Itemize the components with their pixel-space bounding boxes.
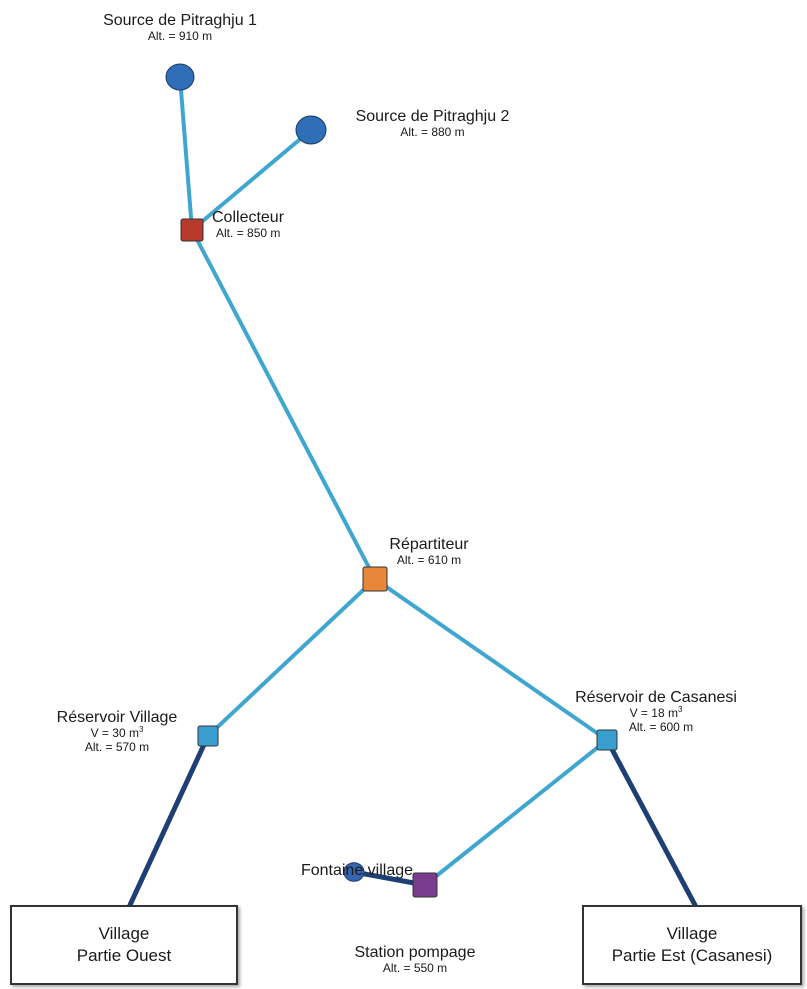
village-est-line1: Village: [666, 923, 718, 943]
pipe-reservoir-village-ouest: [127, 733, 211, 908]
station-node: [412, 872, 438, 898]
pipe-repartiteur-reservoir-village: [206, 577, 377, 738]
source2-name: Source de Pitraghju 2: [355, 108, 510, 125]
source1-node: [165, 63, 195, 91]
collecteur-label: Collecteur Alt. = 850 m: [212, 209, 284, 241]
pipe-collecteur-repartiteur: [190, 228, 377, 581]
repartiteur-alt: Alt. = 610 m: [396, 553, 462, 568]
repartiteur-label: Répartiteur Alt. = 610 m: [384, 536, 474, 568]
source2-alt: Alt. = 880 m: [400, 125, 465, 140]
fontaine-node: [343, 862, 365, 882]
source2-node: [295, 115, 327, 145]
station-name: Station pompage: [354, 944, 476, 961]
reservoir-casanesi-label: Réservoir de Casanesi V = 18 m3 Alt. = 6…: [568, 689, 744, 735]
source1-label: Source de Pitraghju 1 Alt. = 910 m: [70, 12, 290, 44]
reservoir-casanesi-name: Réservoir de Casanesi: [575, 689, 737, 706]
reservoir-village-node: [197, 725, 219, 747]
village-ouest-line1: Village: [98, 923, 150, 943]
reservoir-casanesi-volume: V = 18 m3: [629, 705, 683, 721]
pipe-repartiteur-reservoir-casanesi: [373, 577, 609, 742]
reservoir-village-name: Réservoir Village: [56, 709, 178, 726]
pipe-reservoir-casanesi-est: [604, 737, 698, 908]
reservoir-village-volume: V = 30 m3: [90, 725, 144, 741]
repartiteur-name: Répartiteur: [389, 536, 469, 553]
repartiteur-node: [362, 566, 388, 592]
source2-label: Source de Pitraghju 2 Alt. = 880 m: [325, 108, 540, 140]
station-alt: Alt. = 550 m: [382, 961, 448, 976]
reservoir-village-label: Réservoir Village V = 30 m3 Alt. = 570 m: [33, 709, 201, 755]
source1-name: Source de Pitraghju 1: [103, 12, 257, 29]
pipe-source2-collecteur: [190, 128, 313, 232]
reservoir-casanesi-node: [596, 729, 618, 751]
village-ouest-line2: Partie Ouest: [76, 946, 172, 965]
source1-alt: Alt. = 910 m: [147, 29, 213, 44]
pipe-source1-collecteur: [178, 75, 194, 232]
village-ouest-box: Village Partie Ouest: [10, 905, 238, 985]
collecteur-node: [180, 218, 204, 242]
reservoir-casanesi-alt: Alt. = 600 m: [628, 720, 694, 735]
village-est-box: Village Partie Est (Casanesi): [582, 905, 802, 985]
village-est-line2: Partie Est (Casanesi): [611, 946, 773, 965]
fontaine-label: Fontaine village: [300, 862, 414, 879]
reservoir-village-alt: Alt. = 570 m: [84, 740, 150, 755]
collecteur-name: Collecteur: [212, 209, 285, 226]
collecteur-alt: Alt. = 850 m: [216, 226, 281, 241]
station-label: Station pompage Alt. = 550 m: [340, 944, 490, 976]
pipe-reservoir-casanesi-station: [423, 738, 609, 887]
